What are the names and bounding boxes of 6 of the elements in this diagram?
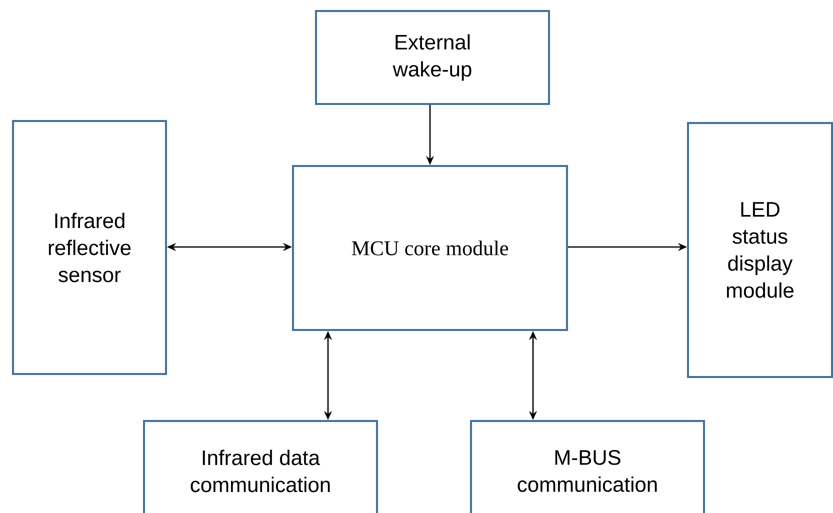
- block-box: M-BUS communication: [470, 420, 705, 513]
- block-box: Infrared reflective sensor: [12, 120, 167, 375]
- block-box: External wake-up: [315, 10, 550, 105]
- block-box: MCU core module: [292, 165, 568, 331]
- block-box: LED status display module: [687, 122, 833, 378]
- block-box: Infrared data communication: [143, 420, 378, 513]
